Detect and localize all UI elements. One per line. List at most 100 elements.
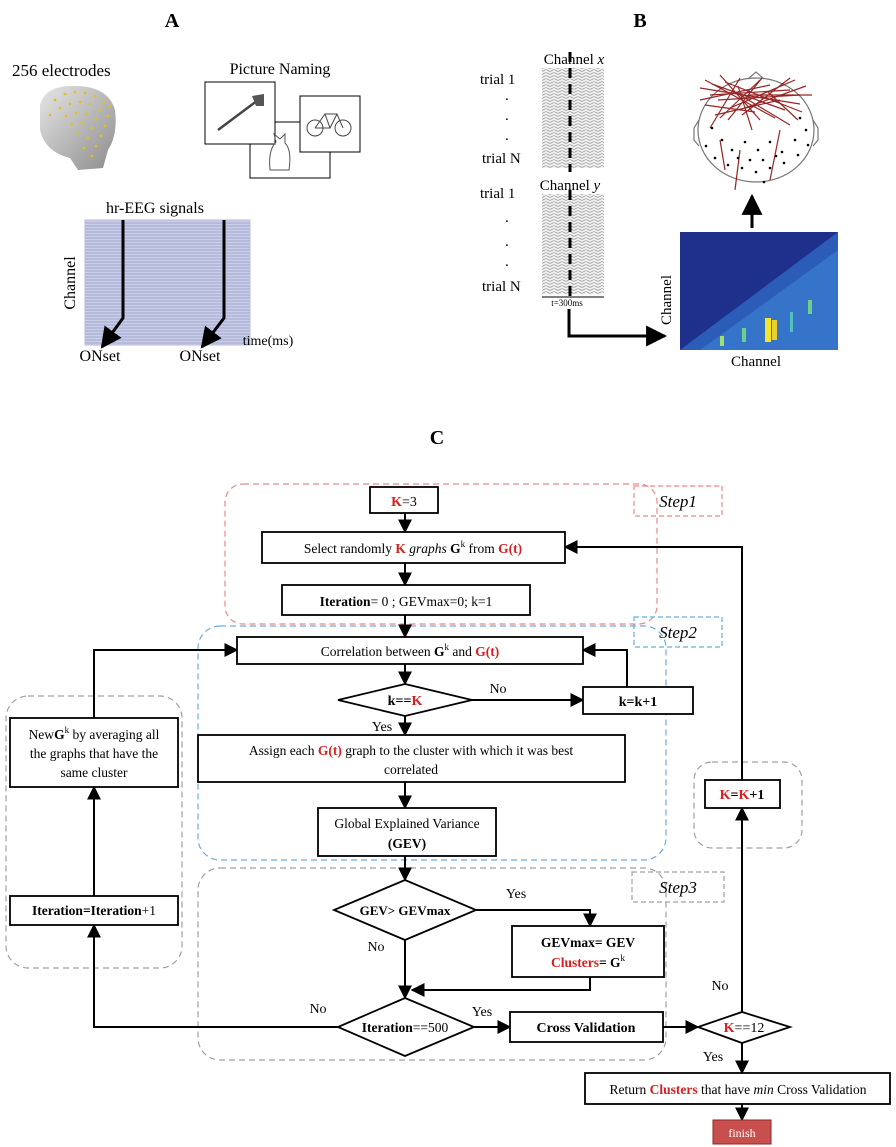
brain-network-graph [693,71,819,191]
finish-label: finish [728,1126,755,1140]
onset-label-1: ONset [80,348,121,365]
init-text: Iteration= 0 ; GEVmax=0; k=1 [320,594,493,609]
panel-label-b: B [633,10,646,32]
yes-label-1: Yes [372,720,392,735]
onset-arrow-2 [200,220,226,349]
dots-x3: . [505,128,509,144]
axe-icon [217,94,264,131]
gev-text-2: (GEV) [388,836,426,851]
no-label-2: No [367,940,384,955]
cv-box [509,1011,664,1043]
channel-y-label: Channel y [540,178,601,194]
init-box [281,584,531,616]
connectivity-matrix [680,232,838,350]
picture-naming-label: Picture Naming [230,61,331,78]
assign-box [197,734,626,783]
dots-y2: . [505,234,509,250]
assign-text-1: Assign each G(t) graph to the cluster wi… [249,743,574,758]
arrow-itercheck-iterinc [87,923,338,1028]
gev-check-text: GEV> GEVmax [360,903,451,918]
dots-y: . [505,210,509,226]
traces-to-matrix-arrow [567,309,668,347]
arrow-Kinc-select [563,540,743,780]
return-box [584,1072,891,1105]
k-inc-text: k=k+1 [619,695,658,710]
electrodes-label: 256 electrodes [12,61,111,80]
matrix-x-label: Channel [731,354,781,370]
assign-text-2: correlated [384,762,438,777]
no-label-1: No [489,682,506,697]
k-inc-box [582,686,694,715]
select-box [261,531,566,564]
k-init-text: K=3 [391,495,417,510]
update-box [511,925,665,978]
step1-region [224,483,658,625]
no-label-3: No [309,1002,326,1017]
panel-label-c: C [430,427,444,449]
k-inc-region [693,761,803,849]
trial-1-label-y: trial 1 [480,186,515,202]
yes-label-3: Yes [472,1005,492,1020]
step3-label-box [631,871,725,903]
K-inc-text: K=K+1 [720,788,765,803]
iter-inc-text: Iteration=Iteration+1 [32,903,156,918]
onset-label-2: ONset [180,348,221,365]
step2-region [197,625,667,861]
matrix-y-label: Channel [659,275,675,325]
bicycle-icon [306,113,352,137]
arrow-gevcheck-update [476,909,597,928]
dots-x2: . [505,108,509,124]
picture-naming-stimuli [204,81,361,179]
gev-text-1: Global Explained Variance [334,816,479,831]
arrow-kinc-corr [581,643,628,687]
new-g-text-1: NewGk by averaging all [29,725,160,742]
trial-n-label-x: trial N [482,151,521,167]
onset-arrow-1 [100,220,125,349]
new-g-text-3: same cluster [60,765,128,780]
finish-button [712,1119,772,1145]
k-check-diamond [337,683,473,717]
step3-region [197,867,667,1061]
step2-label-box [633,616,723,648]
dots-x: . [505,88,509,104]
time-axis-label: time(ms) [243,334,294,349]
new-g-text-2: the graphs that have the [30,746,158,761]
panel-label-a: A [165,10,180,32]
update-text-1: GEVmax= GEV [541,935,636,950]
head-model [40,85,116,170]
update-text-2: Clusters= Gk [551,953,626,970]
k-check-text: k==K [388,694,423,709]
k-init-box [369,486,439,514]
K-check-text: K==12 [724,1021,765,1036]
iter-check-diamond [335,997,477,1057]
correlation-box [236,636,584,665]
cat-icon [269,132,291,171]
iter-inc-box [9,895,179,926]
trial-n-label-y: trial N [482,279,521,295]
return-text: Return Clusters that have min Cross Vali… [610,1082,867,1097]
time-marker-label: t=300ms [551,298,583,308]
cv-text: Cross Validation [537,1021,636,1036]
gev-box [317,807,497,857]
select-text: Select randomly K graphs Gk from G(t) [304,539,522,556]
K-check-diamond [695,1011,793,1044]
no-label-4: No [711,979,728,994]
arrow-newg-corr [93,643,239,718]
channel-x-label: Channel x [544,52,605,68]
gev-check-diamond [331,879,479,941]
dots-y3: . [505,254,509,270]
arrow-update-merge [410,977,591,997]
correlation-text: Correlation between Gk and G(t) [321,642,499,659]
hr-eeg-title: hr-EEG signals [106,200,204,217]
yes-label-2: Yes [506,887,526,902]
step3-label: Step3 [659,878,697,897]
channel-y-traces [542,194,604,294]
trial-1-label-x: trial 1 [480,72,515,88]
step1-label: Step1 [659,492,697,511]
step1-label-box [633,485,723,517]
K-inc-box [704,779,781,809]
new-g-box [9,717,179,788]
iter-check-text: Iteration==500 [362,1020,449,1035]
